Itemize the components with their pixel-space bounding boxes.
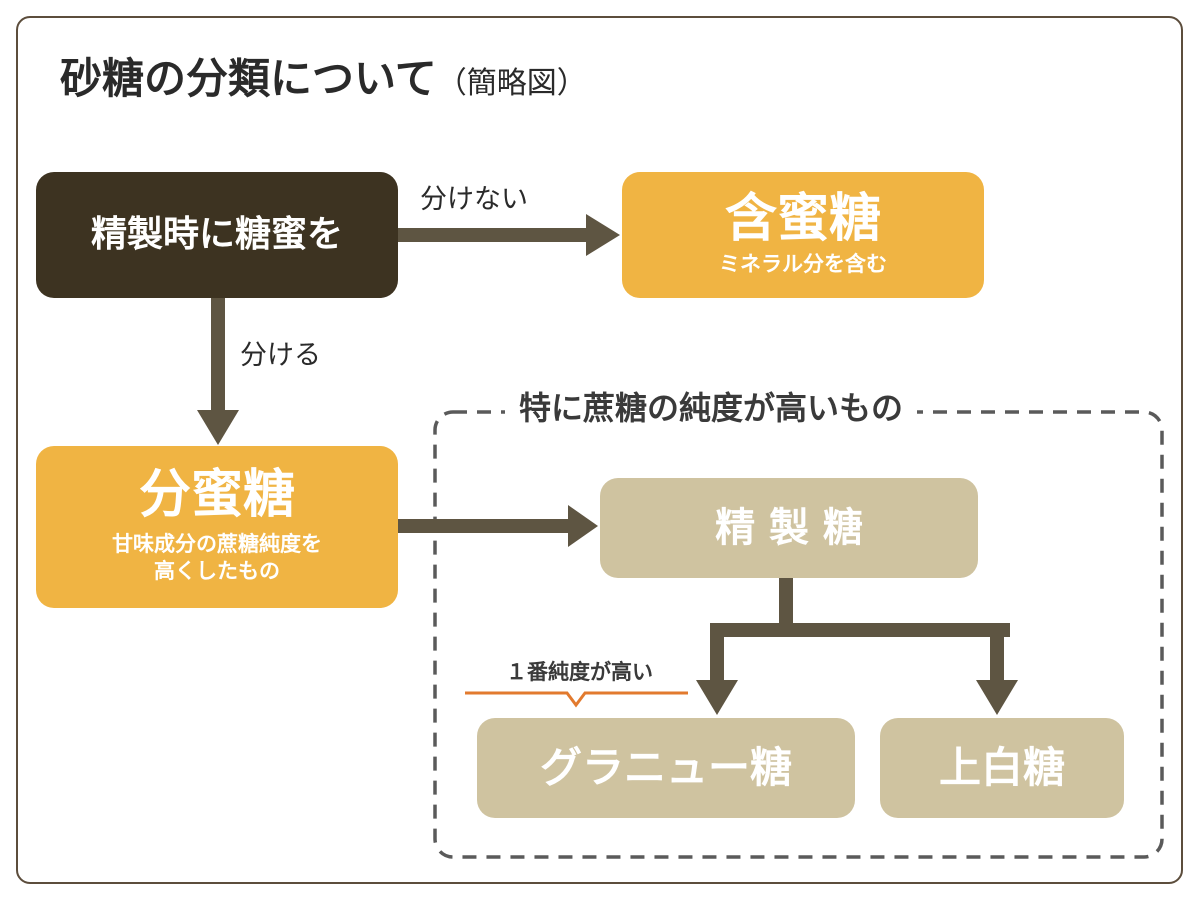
node-johakuto-label: 上白糖 xyxy=(938,742,1065,792)
node-bunmitsu: 分蜜糖 甘味成分の蔗糖純度を 高くしたもの xyxy=(36,446,398,608)
node-johakuto: 上白糖 xyxy=(880,718,1124,818)
node-bunmitsu-label: 分蜜糖 xyxy=(138,465,295,526)
node-bunmitsu-desc-line2: 高くしたもの xyxy=(154,559,280,584)
node-bunmitsu-desc-line1: 甘味成分の蔗糖純度を xyxy=(112,532,322,556)
title-main: 砂糖の分類について xyxy=(60,54,437,103)
edge-label-no-separate: 分けない xyxy=(420,184,528,215)
node-ganmitsu: 含蜜糖 ミネラル分を含む xyxy=(622,172,984,298)
arrow-no-separate xyxy=(398,214,620,256)
edge-label-separate: 分ける xyxy=(240,340,321,371)
note-highest-purity: １番純度が高い xyxy=(506,660,653,684)
group-label: 特に蔗糖の純度が高いもの xyxy=(505,392,918,424)
title-sub: （簡略図） xyxy=(436,66,587,101)
outer-frame xyxy=(16,16,1183,884)
node-ganmitsu-label: 含蜜糖 xyxy=(724,189,881,250)
arrow-branch xyxy=(696,578,1018,715)
node-start: 精製時に糖蜜を xyxy=(36,172,398,298)
node-start-label: 精製時に糖蜜を xyxy=(90,214,343,256)
arrow-separate xyxy=(197,298,239,445)
node-ganmitsu-desc: ミネラル分を含む xyxy=(719,251,887,276)
node-seisei-label: 精 製 糖 xyxy=(715,505,863,551)
node-seisei: 精 製 糖 xyxy=(600,478,978,578)
arrow-to-seisei xyxy=(398,505,598,547)
node-granulated: グラニュー糖 xyxy=(477,718,855,818)
note-bracket xyxy=(465,691,688,708)
page-title: 砂糖の分類について（簡略図） xyxy=(60,58,587,100)
node-granulated-label: グラニュー糖 xyxy=(539,742,792,792)
